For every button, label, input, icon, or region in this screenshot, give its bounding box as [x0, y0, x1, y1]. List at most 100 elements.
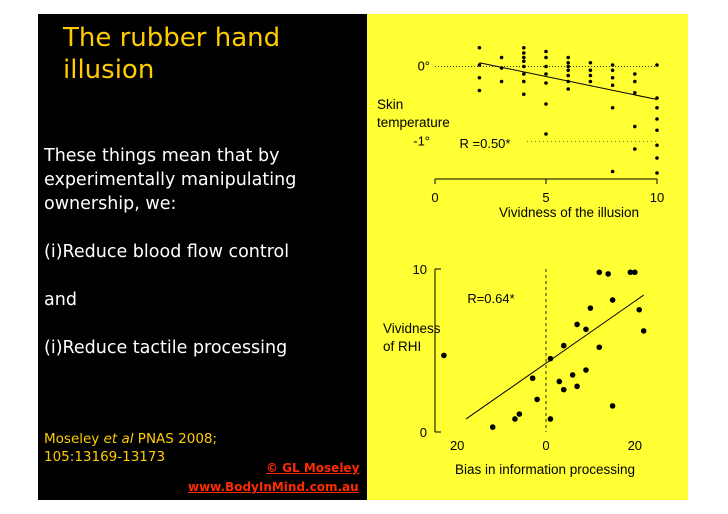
chart-1-y-tick-label: -1°: [413, 134, 430, 149]
chart-2-data-point: [583, 326, 589, 333]
chart-2-x-tick-label: 20: [628, 438, 642, 453]
chart-2-y-tick-label: 0: [420, 425, 427, 440]
chart-1-data-point: [477, 75, 482, 80]
chart-1-r-value-label: R =0.50*: [460, 136, 511, 151]
body-line: (i)Reduce blood flow control: [44, 242, 290, 262]
body-spacer: [44, 216, 364, 240]
chart-1-data-point: [566, 73, 570, 78]
body-text: These things mean that by experimentally…: [44, 144, 364, 360]
chart-1-x-tick-label: 10: [650, 190, 664, 205]
chart-2-data-point: [609, 297, 616, 303]
chart-1-data-point: [522, 59, 526, 64]
chart-1-data-point: [544, 72, 548, 76]
chart-1-data-point: [655, 63, 659, 67]
chart-1-y-tick-label: 0°: [418, 59, 430, 74]
chart-1-data-point: [566, 55, 570, 60]
chart-1-data-point: [522, 72, 526, 76]
chart-1-data-point: [588, 68, 593, 73]
chart-1-data-point: [566, 68, 570, 73]
chart-2-data-point: [627, 269, 634, 276]
chart-1-data-point: [655, 156, 659, 160]
chart-1-data-point: [655, 117, 659, 121]
chart-1-data-point: [610, 75, 615, 80]
body-spacer: [44, 312, 364, 336]
chart-2-r-value-label: R=0.64*: [467, 291, 514, 306]
chart-1-data-point: [655, 105, 659, 110]
chart-1-x-axis-label: Vividness of the illusion: [499, 205, 639, 220]
chart-1-data-point: [633, 79, 637, 84]
chart-2-y-axis-label: Vividness: [383, 321, 441, 336]
chart-2-data-point: [574, 383, 580, 390]
body-line: and: [44, 290, 77, 310]
citation: Moseley et al PNAS 2008; 105:13169-13173: [44, 430, 217, 466]
chart-2-data-point: [560, 386, 567, 393]
chart-2-regression-line: [465, 294, 644, 420]
chart-2-data-point: [574, 321, 580, 328]
chart-1-data-point: [633, 90, 637, 95]
chart-2-data-point: [640, 328, 647, 334]
chart-2-data-point: [583, 367, 589, 373]
chart-2-data-point: [632, 269, 638, 276]
chart-1-data-point: [522, 45, 526, 50]
chart-2-data-point: [556, 378, 563, 385]
figure-svg: 0 5 10 0° -1° Vividness of the illusion Skin te…: [377, 45, 664, 477]
body-spacer: [44, 264, 364, 288]
chart-2-data-point: [609, 403, 616, 409]
chart-1-data-point: [499, 66, 504, 70]
chart-1-data-point: [633, 124, 637, 129]
chart-1-data-point: [499, 55, 504, 60]
chart-1-data-point: [610, 68, 615, 73]
chart-1-data-point: [610, 105, 615, 110]
chart-2-y-tick-label: 10: [413, 262, 427, 277]
chart-1-data-point: [522, 51, 526, 55]
citation-journal: PNAS 2008;: [133, 431, 218, 447]
chart-2-data-point: [636, 306, 643, 313]
chart-2-data-point: [569, 372, 576, 378]
chart-1-data-point: [522, 92, 526, 97]
website-link[interactable]: www.BodyInMind.com.au: [188, 480, 359, 494]
chart-2-data-point: [547, 416, 554, 422]
copyright-link[interactable]: © GL Moseley: [266, 461, 360, 475]
chart-2-x-tick-label: 0: [542, 438, 549, 453]
chart-1-x-tick-label: 0: [431, 190, 438, 205]
chart-1-data-point: [522, 64, 526, 69]
chart-2-data-point: [534, 396, 540, 403]
chart-2-data-point: [596, 344, 603, 351]
chart-1-data-point: [477, 63, 482, 67]
chart-1-data-point: [610, 169, 615, 174]
chart-1-data-point: [655, 96, 659, 100]
chart-1-data-point: [588, 73, 593, 78]
chart-1-data-point: [522, 55, 526, 60]
chart-2-data-point: [560, 342, 567, 349]
chart-1-data-point: [544, 64, 548, 69]
chart-1-data-point: [655, 128, 659, 133]
figure-panel: 0 5 10 0° -1° Vividness of the illusion Skin te…: [367, 14, 688, 500]
chart-1-data-point: [610, 83, 615, 88]
chart-1-data-point: [566, 79, 570, 84]
chart-1-data-point: [522, 79, 526, 84]
chart-2-data-point: [547, 355, 554, 362]
chart-2-x-axis-label: Bias in information processing: [455, 462, 635, 477]
citation-line-2: 105:13169-13173: [44, 449, 166, 465]
chart-1-data-point: [633, 147, 637, 151]
chart-2-data-point: [605, 271, 611, 277]
body-line: ownership, we:: [44, 194, 177, 214]
chart-2-data-point: [596, 269, 603, 276]
slide-title: The rubber hand illusion: [63, 23, 281, 85]
chart-1-y-axis-label: temperature: [377, 115, 450, 130]
chart-1-data-point: [477, 45, 482, 50]
chart-1-data-point: [633, 72, 637, 76]
chart-1-data-point: [544, 102, 548, 106]
chart-1-data-point: [544, 49, 548, 54]
chart-1-data-point: [566, 87, 570, 91]
body-line: experimentally manipulating: [44, 170, 297, 190]
chart-1-x-tick-label: 5: [542, 190, 549, 205]
chart-2-data-point: [441, 352, 447, 359]
citation-author: Moseley: [44, 431, 104, 447]
citation-line-1: Moseley et al PNAS 2008;: [44, 430, 217, 448]
chart-1-data-point: [566, 60, 570, 65]
chart-2-data-point: [489, 424, 496, 430]
chart-1-data-point: [655, 171, 659, 175]
chart-2-data-point: [512, 416, 518, 422]
chart-1-y-axis-label: Skin: [377, 97, 403, 112]
